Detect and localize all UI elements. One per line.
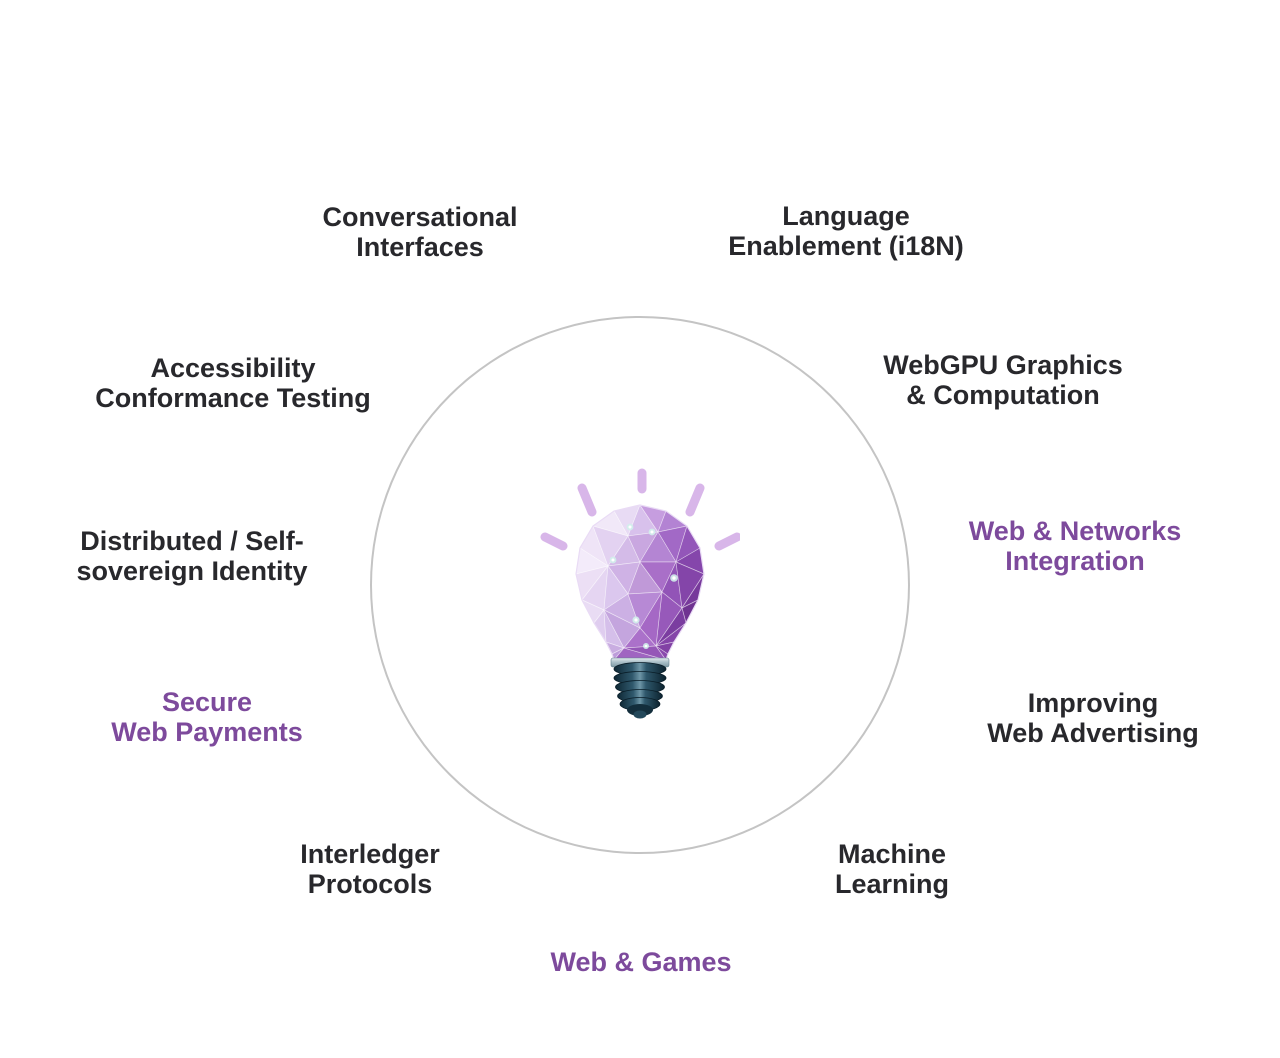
topic-label-distributed-self-sovereign-identity: Distributed / Self-sovereign Identity: [76, 526, 308, 586]
lightbulb-illustration: [540, 462, 742, 722]
topic-label-webgpu-graphics-computation: WebGPU Graphics& Computation: [883, 350, 1123, 410]
glow-dots: [609, 523, 678, 649]
bulb-socket: [610, 657, 670, 719]
circle-outline: [370, 316, 910, 854]
topic-label-web-and-games: Web & Games: [550, 947, 732, 977]
bulb-glass-facets: [575, 504, 705, 661]
lightbulb-icon: [540, 468, 742, 719]
light-rays: [540, 468, 742, 551]
